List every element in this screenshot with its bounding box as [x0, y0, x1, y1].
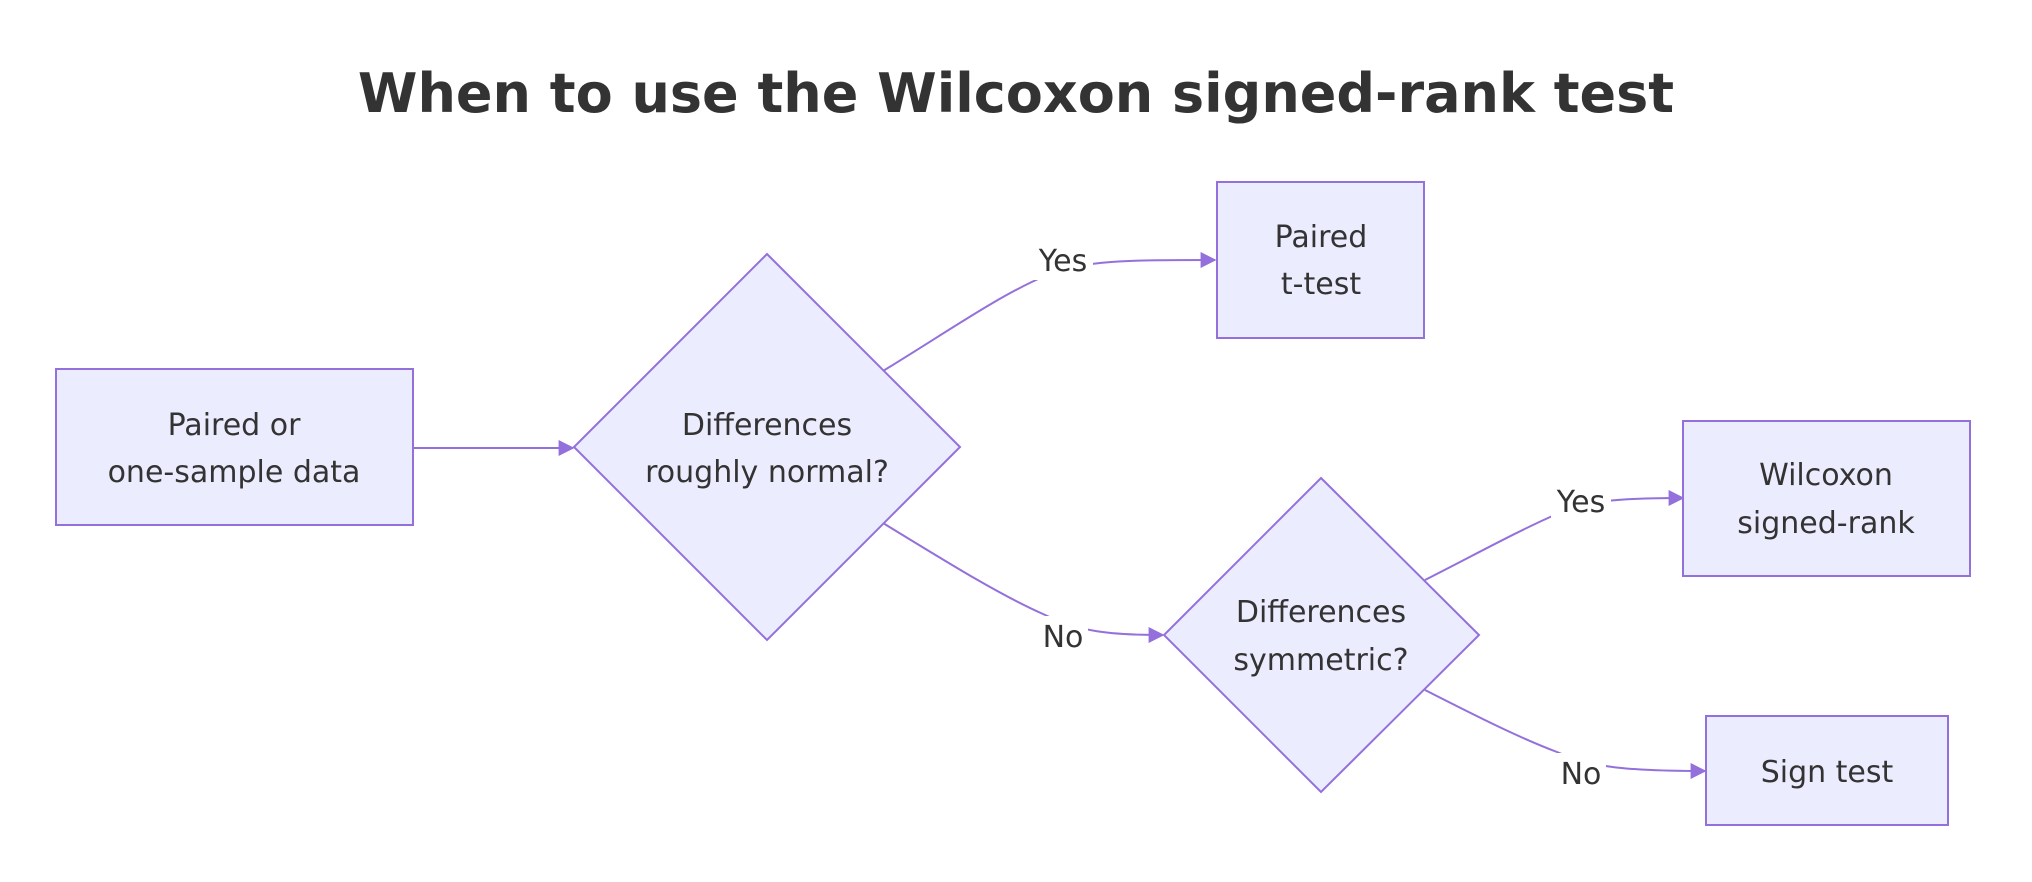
- diagram-title: When to use the Wilcoxon signed-rank tes…: [358, 62, 1674, 125]
- edge-label-normal-yes-text: Yes: [1038, 244, 1087, 279]
- edge-label-symmetric-yes-text: Yes: [1556, 485, 1605, 520]
- edge-label-symmetric-no-text: No: [1561, 757, 1602, 792]
- edge-label-normal-yes: Yes: [1033, 240, 1093, 280]
- node-decision-normal-line2: roughly normal?: [645, 455, 889, 490]
- node-start: Paired or one-sample data: [55, 368, 414, 526]
- node-decision-normal: Differences roughly normal?: [572, 252, 962, 642]
- node-wilcoxon-line1: Wilcoxon: [1759, 458, 1893, 493]
- node-start-line1: Paired or: [168, 408, 302, 443]
- edge-label-symmetric-no: No: [1556, 753, 1606, 793]
- edge-label-normal-no-text: No: [1043, 620, 1084, 655]
- node-paired-t-test-line2: t-test: [1281, 267, 1361, 302]
- node-decision-symmetric-line1: Differences: [1236, 595, 1406, 630]
- node-decision-symmetric-line2: symmetric?: [1233, 643, 1408, 678]
- node-start-line2: one-sample data: [108, 455, 361, 490]
- node-decision-symmetric: Differences symmetric?: [1162, 476, 1481, 794]
- edge-normal-no: [882, 522, 1165, 643]
- node-sign-test-line1: Sign test: [1761, 755, 1894, 790]
- edge-symmetric-no: [1424, 689, 1707, 779]
- edge-label-normal-no: No: [1038, 616, 1088, 656]
- node-sign-test: Sign test: [1705, 715, 1949, 826]
- node-wilcoxon-signed-rank: Wilcoxon signed-rank: [1682, 420, 1971, 577]
- node-paired-t-test: Paired t-test: [1216, 181, 1425, 339]
- node-wilcoxon-line2: signed-rank: [1737, 506, 1915, 541]
- node-paired-t-test-line1: Paired: [1275, 220, 1368, 255]
- node-decision-normal-line1: Differences: [682, 408, 852, 443]
- edge-label-symmetric-yes: Yes: [1551, 481, 1611, 521]
